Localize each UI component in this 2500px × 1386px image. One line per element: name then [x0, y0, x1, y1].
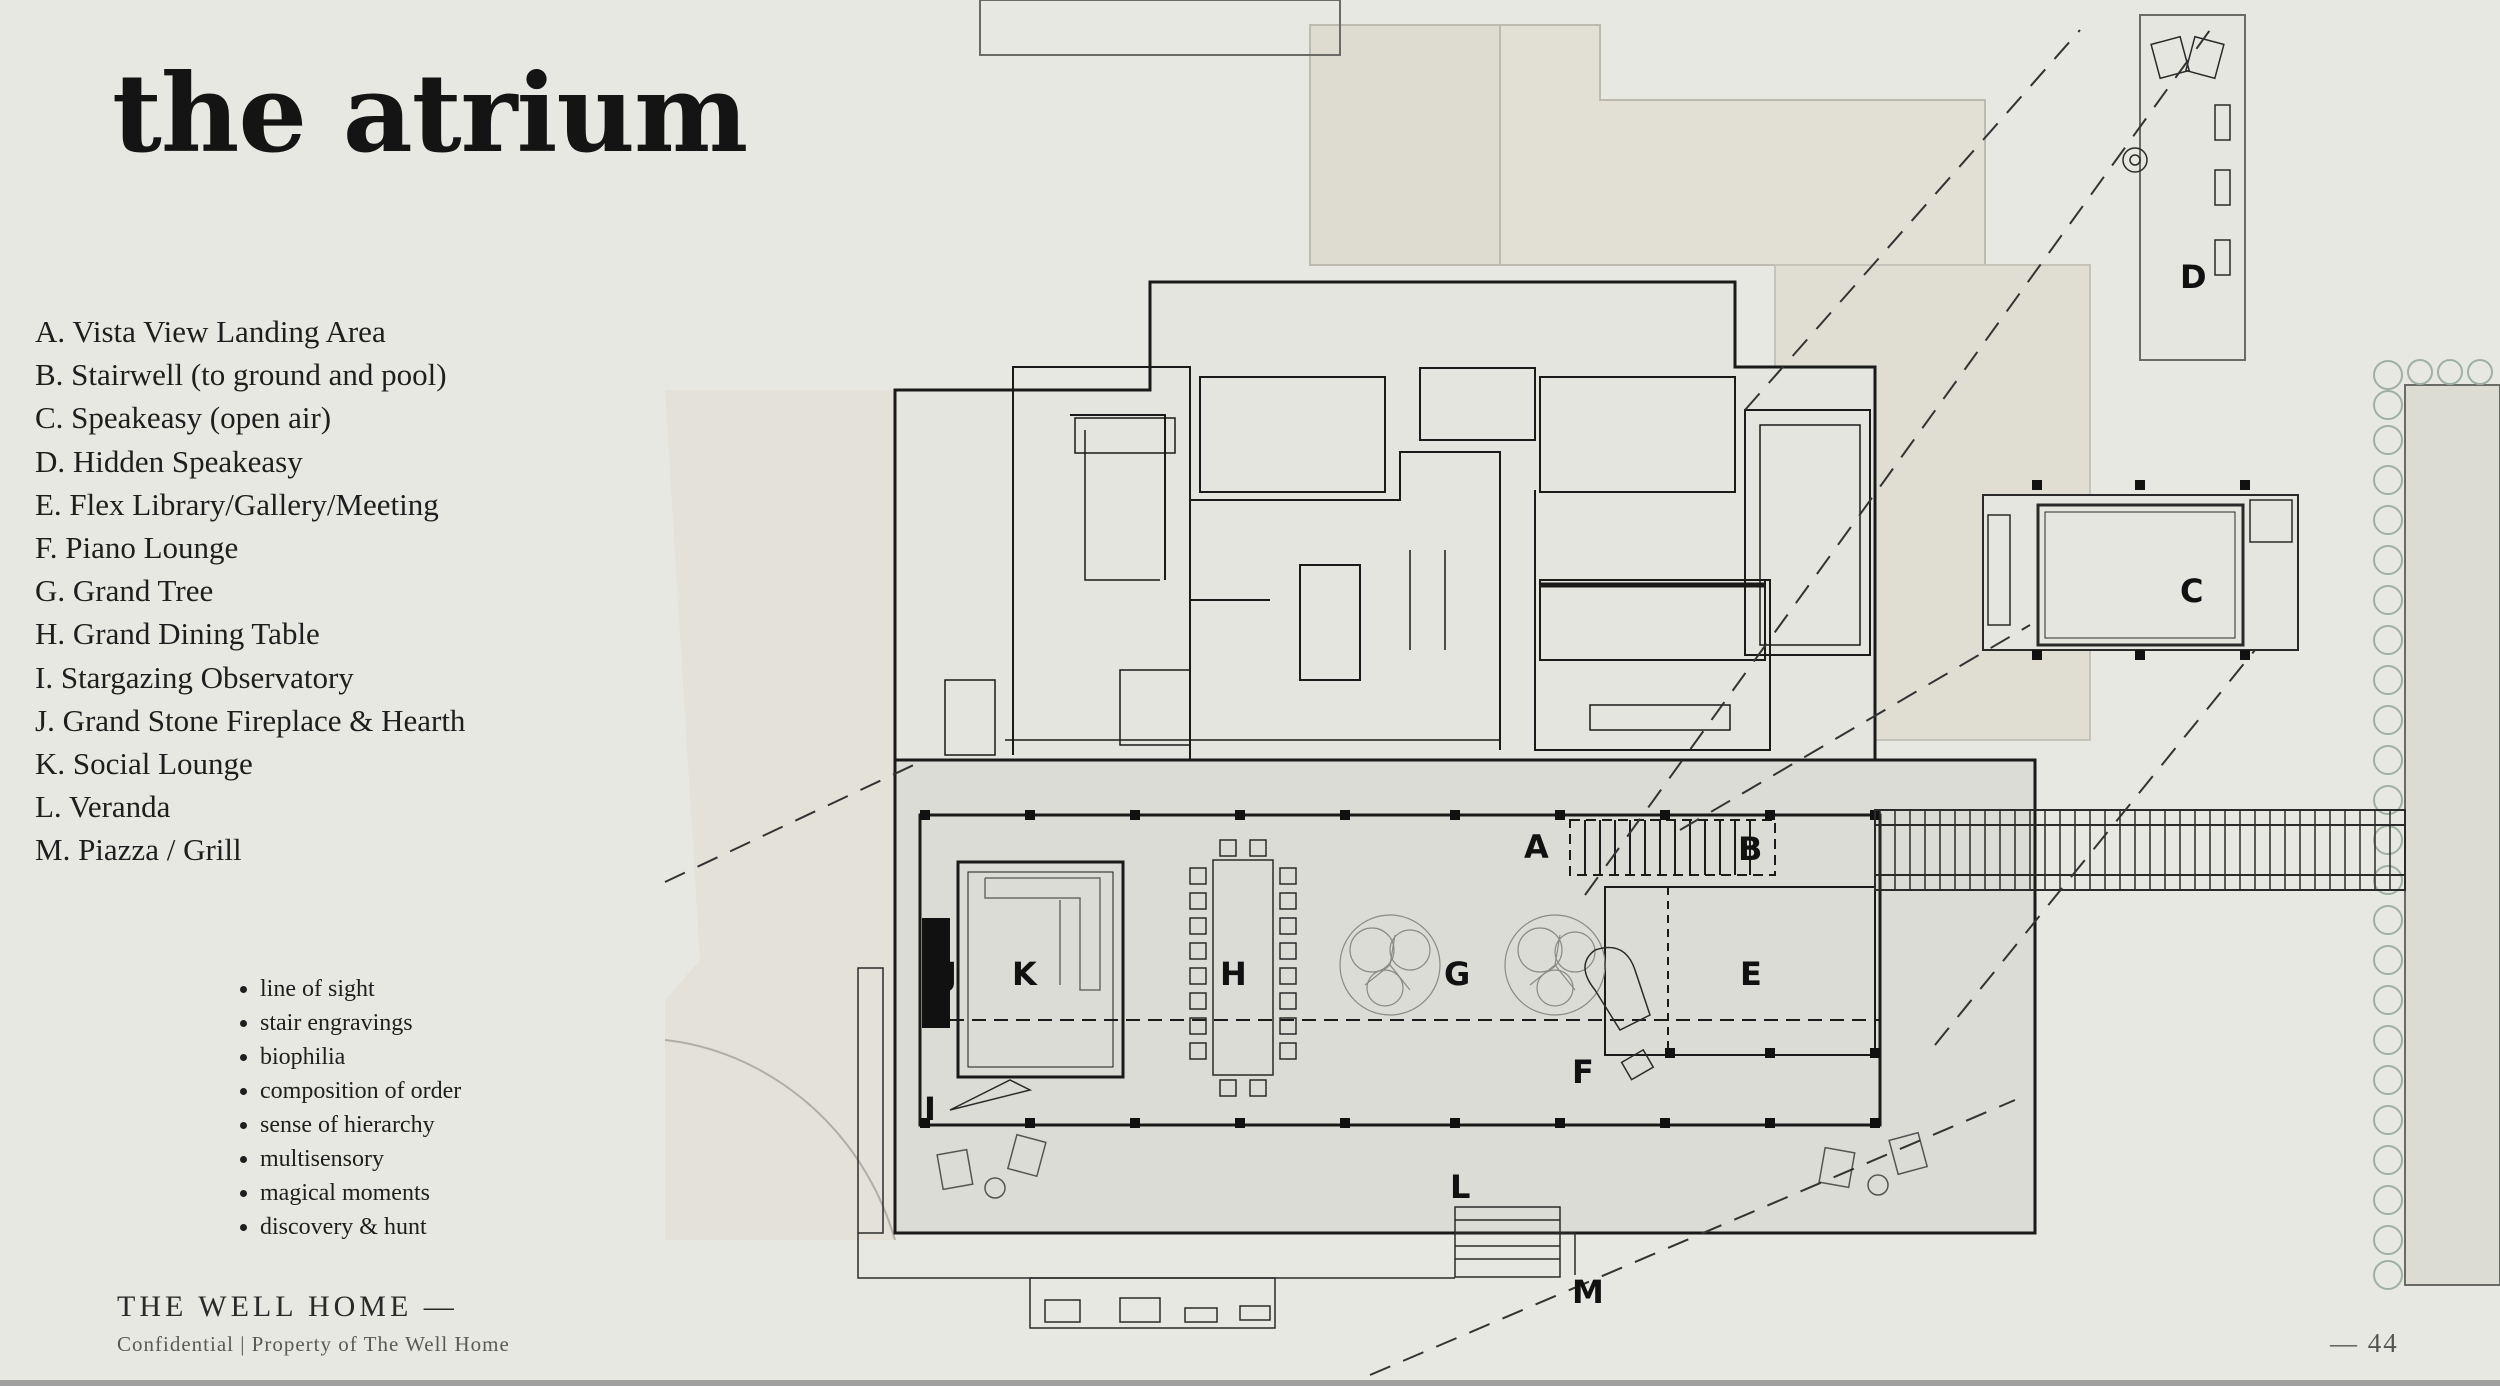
atrium-frame	[893, 758, 2037, 1235]
legend-item: G. Grand Tree	[35, 573, 214, 609]
principle-item: magical moments	[260, 1176, 461, 1210]
label-m: M	[1572, 1273, 1604, 1311]
hidden-speakeasy-furniture	[2122, 35, 2231, 276]
legend-item: K. Social Lounge	[35, 746, 253, 782]
bridge	[1874, 809, 2406, 891]
label-i: I	[924, 1090, 936, 1128]
legend-item: A. Vista View Landing Area	[35, 314, 386, 349]
dining-table-icon	[1189, 839, 1297, 1097]
principle-item: line of sight	[260, 972, 461, 1006]
label-k: K	[1012, 955, 1038, 993]
label-j: J	[943, 955, 957, 993]
legend-item: B. Stairwell (to ground and pool)	[35, 357, 447, 393]
label-a: A	[1524, 828, 1549, 866]
label-h: H	[1220, 955, 1247, 993]
piano-icon	[1584, 946, 1655, 1081]
label-f: F	[1572, 1053, 1594, 1091]
legend-item: F. Piano Lounge	[35, 530, 239, 566]
legend-list: A. Vista View Landing Area B. Stairwell …	[35, 310, 465, 872]
legend-item: D. Hidden Speakeasy	[35, 443, 303, 479]
columns	[920, 810, 1880, 1128]
principle-item: discovery & hunt	[260, 1210, 461, 1244]
legend-item: I. Stargazing Observatory	[35, 659, 354, 695]
legend-item: L. Veranda	[35, 789, 171, 825]
principle-item: multisensory	[260, 1142, 461, 1176]
label-b: B	[1738, 830, 1762, 868]
legend-item: M. Piazza / Grill	[35, 832, 242, 868]
house-upper	[893, 280, 1877, 762]
principle-item: sense of hierarchy	[260, 1108, 461, 1142]
label-l: L	[1450, 1168, 1470, 1206]
page-title: the atrium	[112, 51, 748, 177]
speakeasy-pavilion	[1982, 480, 2299, 660]
label-e: E	[1740, 955, 1762, 993]
legend-item: J. Grand Stone Fireplace & Hearth	[35, 702, 466, 738]
hedge-row	[2373, 359, 2493, 1290]
principle-item: biophilia	[260, 1040, 461, 1074]
page-number: — 44	[2330, 1328, 2399, 1358]
bottom-bar	[0, 1380, 2500, 1386]
sofa-icon	[984, 877, 1101, 991]
label-d: D	[2180, 258, 2207, 296]
grand-tree-icon	[1339, 914, 1606, 1016]
principle-item: stair engravings	[260, 1006, 461, 1040]
confidential-note: Confidential | Property of The Well Home	[117, 1332, 510, 1356]
legend-item: C. Speakeasy (open air)	[35, 400, 332, 436]
legend-item: E. Flex Library/Gallery/Meeting	[35, 486, 439, 522]
brand-name: THE WELL HOME —	[117, 1290, 458, 1323]
line-of-sight	[664, 29, 2256, 1376]
veranda-stairs	[857, 967, 1929, 1329]
plan-labels: A B C D E F G H I J K L M	[924, 258, 2207, 1311]
label-c: C	[2180, 572, 2203, 610]
label-g: G	[1444, 955, 1470, 993]
principle-item: composition of order	[260, 1074, 461, 1108]
design-principles-list: line of sight stair engravings biophilia…	[230, 972, 461, 1244]
legend-item: H. Grand Dining Table	[35, 616, 320, 652]
